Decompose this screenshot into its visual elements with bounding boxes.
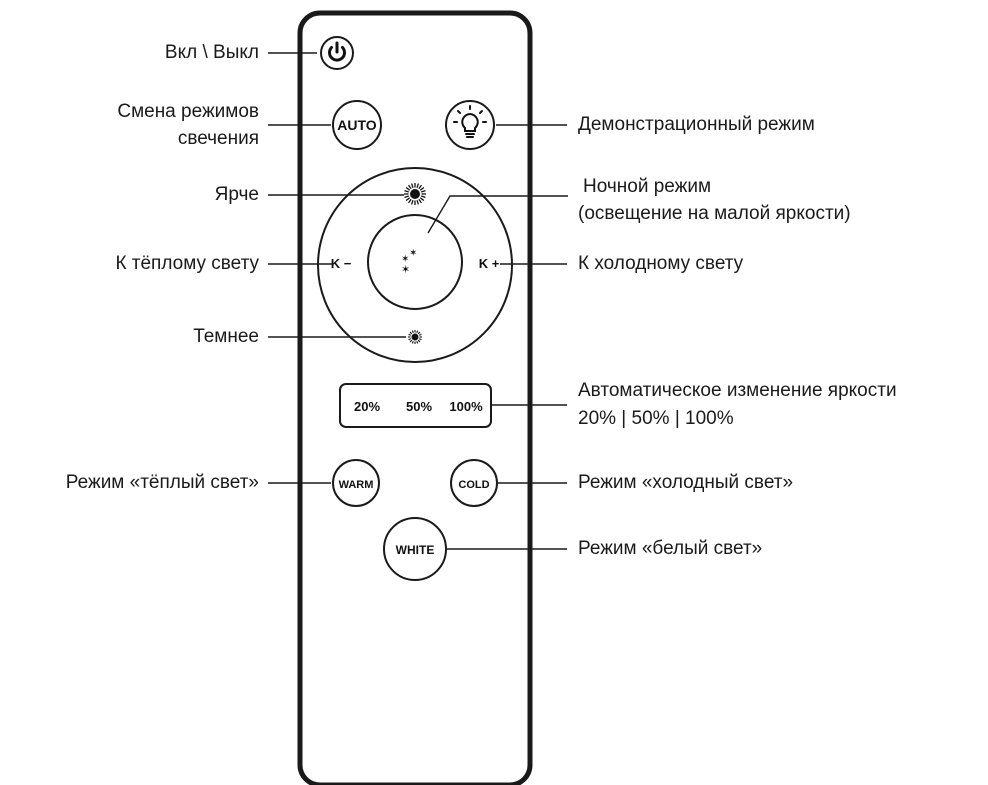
k-minus-button[interactable]: K − — [331, 256, 352, 271]
sun-ray — [411, 330, 414, 334]
label-mode-change-1: Смена режимов — [117, 101, 259, 122]
label-warm-mode: Режим «тёплый свет» — [65, 472, 259, 493]
sun-ray — [416, 199, 420, 205]
sun-ray — [418, 198, 422, 204]
sun-ray — [404, 195, 410, 199]
sun-ray — [409, 331, 413, 335]
brightness-percent-button[interactable]: 20% 50% 100% — [339, 383, 492, 428]
sun-ray — [408, 333, 412, 336]
svg-text:✶: ✶ — [401, 263, 410, 276]
leader-night — [427, 195, 568, 234]
label-white-mode: Режим «белый свет» — [578, 538, 763, 559]
demo-button[interactable] — [445, 100, 495, 150]
sun-ray — [404, 189, 410, 193]
warm-button-label: WARM — [339, 479, 374, 491]
label-auto-brightness-2: 20% | 50% | 100% — [578, 408, 734, 429]
moon-stars-icon: ✶ ✶ ✶ — [401, 244, 438, 280]
k-plus-button[interactable]: K + — [479, 256, 500, 271]
power-icon — [328, 41, 346, 62]
leader-lines — [268, 52, 568, 550]
label-auto-brightness-1: Автоматическое изменение яркости — [578, 380, 897, 401]
label-night-1: Ночной режим — [583, 176, 712, 197]
sun-ray — [405, 197, 411, 201]
cold-button-label: COLD — [458, 479, 489, 491]
sun-ray — [420, 195, 426, 199]
sun-ray — [417, 331, 421, 335]
sun-ray — [418, 338, 422, 341]
label-cold-mode: Режим «холодный свет» — [578, 472, 794, 493]
sun-ray — [418, 184, 422, 190]
darker-button[interactable] — [408, 330, 422, 344]
sun-large-icon — [404, 183, 426, 205]
sun-ray — [410, 183, 414, 189]
bulb-icon — [453, 105, 487, 138]
sun-ray — [416, 330, 419, 334]
sun-small-icon — [408, 330, 422, 344]
auto-button-label: AUTO — [337, 117, 377, 133]
sun-ray — [416, 183, 420, 189]
percent-50-label: 50% — [406, 399, 432, 414]
sun-ray — [420, 189, 426, 193]
power-button[interactable] — [320, 36, 354, 70]
cold-button[interactable]: COLD — [450, 459, 498, 507]
night-mode-button[interactable]: ✶ ✶ ✶ — [367, 214, 463, 310]
sun-ray — [419, 187, 425, 191]
label-night-2: (освещение на малой яркости) — [578, 203, 851, 224]
sun-ray — [419, 197, 425, 201]
label-power: Вкл \ Выкл — [164, 42, 259, 63]
sun-ray — [409, 339, 413, 343]
warm-button[interactable]: WARM — [332, 459, 380, 507]
sun-ray — [418, 333, 422, 336]
sun-ray — [411, 340, 414, 344]
sun-ray — [416, 340, 419, 344]
sun-ray — [408, 338, 412, 341]
label-demo: Демонстрационный режим — [578, 114, 815, 135]
percent-20-label: 20% — [354, 399, 380, 414]
sun-ray — [405, 187, 411, 191]
label-brighter: Ярче — [214, 184, 259, 205]
svg-text:✶: ✶ — [409, 248, 417, 259]
label-darker: Темнее — [193, 326, 259, 347]
white-button[interactable]: WHITE — [383, 517, 447, 581]
sun-ray — [408, 184, 412, 190]
sun-ray — [417, 339, 421, 343]
sun-ray — [410, 199, 414, 205]
sun-ray — [408, 198, 412, 204]
auto-button[interactable]: AUTO — [332, 100, 382, 150]
label-warmer: К тёплому свету — [115, 253, 259, 274]
percent-100-label: 100% — [449, 399, 483, 414]
label-mode-change-2: свечения — [177, 128, 259, 149]
label-colder: К холодному свету — [578, 253, 744, 274]
white-button-label: WHITE — [396, 543, 435, 557]
brighter-button[interactable] — [404, 183, 426, 205]
svg-text:✶: ✶ — [401, 254, 409, 265]
